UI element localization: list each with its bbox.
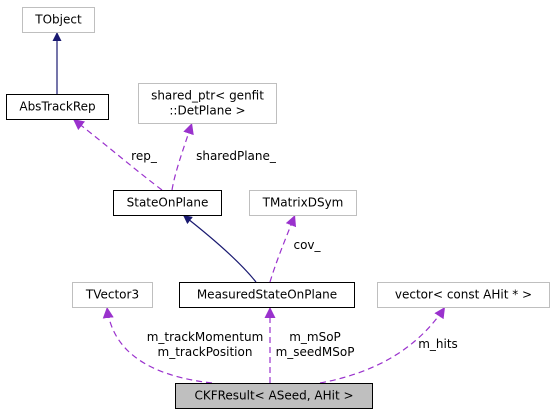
- node-box: [175, 383, 373, 409]
- edge-label-m-trackmomentum: m_trackMomentum: [147, 330, 264, 344]
- node-box: [6, 94, 109, 120]
- class-node-tobject[interactable]: TObject: [22, 7, 95, 33]
- edge-label-m-hits: m_hits: [418, 337, 458, 351]
- node-label: AbsTrackRep: [19, 100, 95, 114]
- node-label: StateOnPlane: [127, 196, 209, 210]
- node-label: TVector3: [85, 288, 139, 302]
- edge-label-cov-: cov_: [293, 238, 321, 252]
- edge-label-m-seedmsop: m_seedMSoP: [276, 345, 355, 359]
- edge-label-m-msop: m_mSoP: [289, 330, 341, 344]
- edge-stateonplane-to-abstrackrep: [72, 118, 163, 191]
- class-node-shared-ptr[interactable]: shared_ptr< genfit::DetPlane >: [138, 83, 277, 124]
- class-node-measuredstateonplane[interactable]: MeasuredStateOnPlane: [179, 282, 355, 308]
- node-box: [113, 190, 222, 216]
- class-node-ckfresult: CKFResult< ASeed, AHit >: [175, 383, 373, 409]
- edge-label-rep-: rep_: [131, 149, 158, 163]
- class-node-vector-ahit[interactable]: vector< const AHit * >: [377, 282, 550, 308]
- node-label: shared_ptr< genfit: [151, 89, 264, 103]
- edge-measuredstateonplane-to-stateonplane: [182, 214, 257, 283]
- node-box: [179, 282, 355, 308]
- node-label: CKFResult< ASeed, AHit >: [194, 389, 353, 403]
- edge-stateonplane-to-shared_ptr: [171, 122, 194, 191]
- node-label: ::DetPlane >: [169, 104, 245, 118]
- node-box: [249, 190, 357, 216]
- node-label: TMatrixDSym: [262, 196, 344, 210]
- edge-ckfresult-to-vector_ahit: [319, 306, 446, 384]
- node-box: [22, 7, 95, 33]
- class-node-stateonplane[interactable]: StateOnPlane: [113, 190, 222, 216]
- edge-label-m-trackposition: m_trackPosition: [158, 345, 253, 359]
- edge-ckfresult-to-tvector3: [102, 306, 213, 384]
- class-node-tmatrixdsym[interactable]: TMatrixDSym: [249, 190, 357, 216]
- node-label: TObject: [34, 13, 82, 27]
- node-label: vector< const AHit * >: [395, 288, 532, 302]
- node-box: [377, 282, 550, 308]
- node-box: [138, 83, 277, 124]
- class-node-abstrackrep[interactable]: AbsTrackRep: [6, 94, 109, 120]
- edge-measuredstateonplane-to-tmatrixdsym: [269, 214, 297, 283]
- edge-label-sharedplane-: sharedPlane_: [196, 149, 277, 163]
- node-box: [72, 282, 153, 308]
- node-label: MeasuredStateOnPlane: [197, 288, 337, 302]
- class-node-tvector3[interactable]: TVector3: [72, 282, 153, 308]
